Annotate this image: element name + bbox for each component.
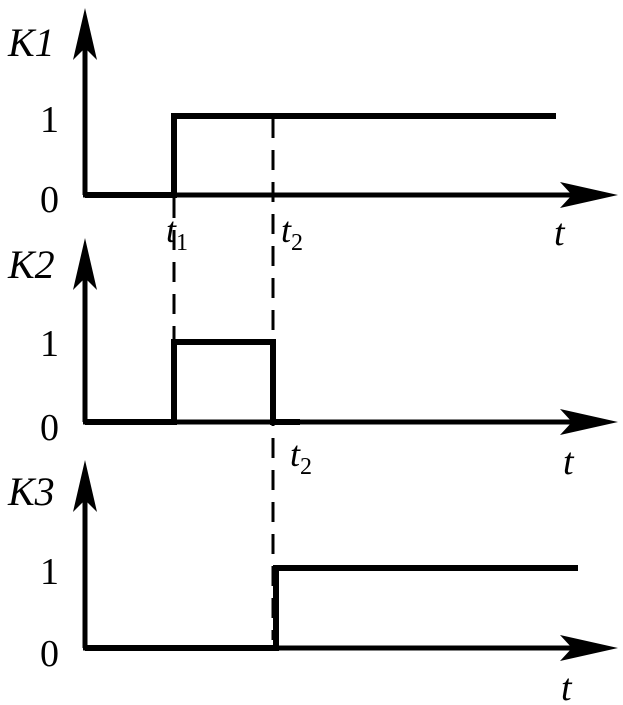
- k1-level-high: 1: [40, 99, 59, 141]
- k1-time-axis-label: t: [554, 212, 566, 254]
- panel-k3: K3 1 0 t: [7, 460, 618, 705]
- k2-time-axis-label: t: [563, 441, 575, 483]
- k2-y-axis-arrowhead: [73, 238, 97, 290]
- panel-k1: K1 1 0 t1 t2 t: [7, 8, 618, 256]
- reference-lines: [172, 118, 275, 640]
- k2-waveform: [85, 339, 300, 425]
- k1-waveform: [85, 113, 556, 198]
- panel-k2: K2 1 0 t2 t: [7, 238, 618, 483]
- k1-edge-t1: t1: [166, 210, 188, 256]
- k2-x-axis-arrowhead: [560, 409, 618, 435]
- k2-signal-name: K2: [7, 242, 55, 287]
- k3-y-axis-arrowhead: [73, 460, 97, 512]
- k1-y-axis-arrowhead: [73, 8, 97, 60]
- k2-level-low: 0: [40, 407, 59, 449]
- k3-signal-name: K3: [7, 469, 55, 514]
- k1-edge-t2: t2: [281, 210, 303, 256]
- k1-signal-name: K1: [7, 20, 55, 65]
- k3-x-axis-arrowhead: [560, 635, 618, 661]
- k2-level-high: 1: [40, 323, 59, 365]
- k1-level-low: 0: [40, 179, 59, 221]
- k1-x-axis-arrowhead: [560, 182, 618, 208]
- k2-edge-t2: t2: [290, 434, 312, 480]
- k3-level-low: 0: [40, 633, 59, 675]
- k3-waveform: [85, 565, 578, 651]
- k3-level-high: 1: [40, 551, 59, 593]
- k3-time-axis-label: t: [561, 667, 573, 705]
